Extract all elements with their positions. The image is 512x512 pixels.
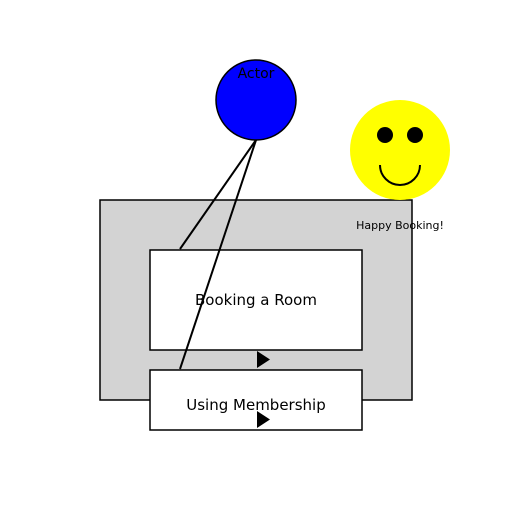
smiley-mouth [379, 164, 421, 186]
smiley-caption: Happy Booking! [356, 219, 444, 232]
association-actor-membership [179, 139, 257, 370]
smiley-face [350, 100, 450, 200]
smiley-left-eye [377, 127, 393, 143]
use-case-booking-label: Booking a Room [195, 291, 317, 309]
smiley-right-eye [407, 127, 423, 143]
actor-label: Actor [237, 66, 275, 82]
flow-arrowhead [257, 411, 270, 428]
use-case-membership-label: Using Membership [186, 396, 326, 414]
include-arrowhead [257, 351, 270, 368]
association-actor-booking [179, 139, 257, 250]
use-case-booking-box [149, 249, 363, 351]
use-case-membership-box [149, 369, 363, 431]
smiley-icon [350, 100, 450, 200]
